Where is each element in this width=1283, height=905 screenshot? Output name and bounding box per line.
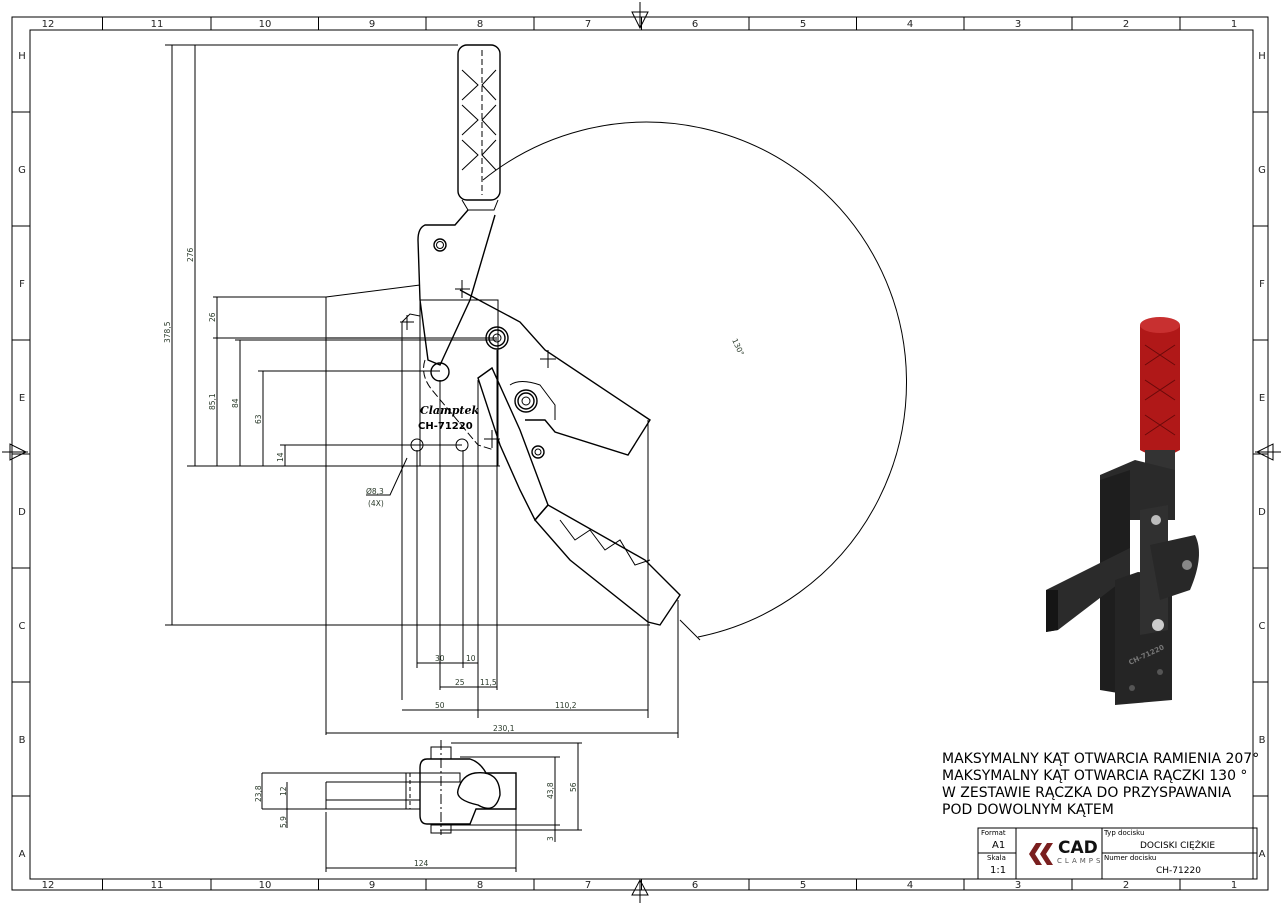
ruler-column-label: 9 <box>369 19 375 30</box>
ruler-column-label: 3 <box>1015 19 1021 30</box>
brand-marking: Clamptek <box>420 404 479 417</box>
ruler-column-label: 3 <box>1015 880 1021 891</box>
ruler-column-label: 5 <box>800 880 806 891</box>
ruler-row-label: H <box>1258 51 1266 62</box>
horizontal-dimensions <box>326 350 679 738</box>
code-marking: CH-71220 <box>418 421 473 432</box>
ruler-row-label: A <box>1259 849 1266 860</box>
scale-value: 1:1 <box>990 865 1007 876</box>
note-line: POD DOWOLNYM KĄTEM <box>942 802 1114 818</box>
handle-link-open <box>477 366 549 522</box>
dim-63: 63 <box>254 414 263 424</box>
scale-label: Skala <box>987 854 1006 862</box>
ruler-column-label: 11 <box>151 880 164 891</box>
ruler-row-label: H <box>18 51 26 62</box>
dim-50: 50 <box>435 701 445 710</box>
front-view: 130° Clamptek CH-71220 Ø8,3 (4X) <box>325 44 908 735</box>
logo-subtext: CLAMPS <box>1057 857 1104 865</box>
ruler-column-label: 11 <box>151 19 164 30</box>
ruler-column-label: 6 <box>692 880 698 891</box>
ruler-row-label: E <box>1259 393 1265 404</box>
handle-grip-open <box>534 504 681 626</box>
ruler-column-label: 8 <box>477 880 483 891</box>
ruler-column-label: 6 <box>692 19 698 30</box>
ruler-column-label: 10 <box>259 19 272 30</box>
ruler-row-label: F <box>19 279 25 290</box>
ruler-column-label: 5 <box>800 19 806 30</box>
title-block-frame <box>977 827 1258 880</box>
note-line: MAKSYMALNY KĄT OTWARCIA RĄCZKI 130 ° <box>942 768 1248 784</box>
ruler-row-label: D <box>1258 507 1266 518</box>
ruler-column-label: 4 <box>907 880 913 891</box>
dim-11-5: 11,5 <box>480 678 497 687</box>
top-view <box>261 740 582 872</box>
dim-3: 3 <box>546 836 555 841</box>
dim-84: 84 <box>231 398 240 408</box>
ruler-row-label: G <box>18 165 26 176</box>
dim-10: 10 <box>466 654 476 663</box>
dim-85-1: 85,1 <box>208 393 217 410</box>
ruler-column-label: 9 <box>369 880 375 891</box>
format-label: Format <box>981 829 1006 837</box>
handle-angle-arc <box>482 121 908 638</box>
hole-count-label: (4X) <box>368 499 384 508</box>
logo-text: CAD <box>1058 838 1098 858</box>
ruler-column-label: 12 <box>42 19 55 30</box>
red-handle-grip <box>1140 318 1180 456</box>
dim-25: 25 <box>455 678 465 687</box>
cad-clamps-logo-mark <box>1029 843 1053 865</box>
ruler-row-label: G <box>1258 165 1266 176</box>
handle-link <box>417 209 496 366</box>
angle-label: 130° <box>730 337 746 357</box>
dim-378-5: 378,5 <box>163 321 172 343</box>
note-line: MAKSYMALNY KĄT OTWARCIA RAMIENIA 207° <box>942 751 1260 767</box>
handle-grip <box>457 44 501 201</box>
ruler-row-label: E <box>19 393 25 404</box>
ruler-column-label: 12 <box>42 880 55 891</box>
clamp-arm-open <box>459 289 651 456</box>
dim-26: 26 <box>208 312 217 322</box>
type-value: DOCISKI CIĘŻKIE <box>1140 841 1216 851</box>
dim-30: 30 <box>435 654 445 663</box>
hole-dia-label: Ø8,3 <box>366 487 384 496</box>
ruler-column-label: 7 <box>585 19 591 30</box>
ruler-column-label: 8 <box>477 19 483 30</box>
drawing-notes: MAKSYMALNY KĄT OTWARCIA RAMIENIA 207° MA… <box>942 751 1259 819</box>
dim-230-1: 230,1 <box>493 724 515 733</box>
dim-110-2: 110,2 <box>555 701 577 710</box>
ruler-column-label: 7 <box>585 880 591 891</box>
ruler-column-label: 2 <box>1123 19 1129 30</box>
ruler-column-label: 1 <box>1231 19 1237 30</box>
dim-23-8: 23,8 <box>254 785 263 802</box>
dim-43-8: 43,8 <box>546 782 555 799</box>
ruler-column-label: 2 <box>1123 880 1129 891</box>
dim-5-9: 5,9 <box>279 816 288 828</box>
ruler-row-label: B <box>19 735 26 746</box>
format-value: A1 <box>992 840 1006 851</box>
note-line: W ZESTAWIE RĄCZKA DO PRZYSPAWANIA <box>942 785 1232 801</box>
clamp-3d-render: CH-71220 <box>1046 317 1199 705</box>
dim-14: 14 <box>276 452 285 462</box>
ruler-row-label: B <box>1259 735 1266 746</box>
number-label: Numer docisku <box>1104 854 1157 862</box>
dim-276: 276 <box>186 247 195 262</box>
ruler-row-label: A <box>19 849 26 860</box>
clamp-arm <box>1046 548 1130 632</box>
ruler-column-label: 1 <box>1231 880 1237 891</box>
vertical-dimensions <box>165 44 650 626</box>
type-label: Typ docisku <box>1104 829 1145 837</box>
ruler-column-label: 4 <box>907 19 913 30</box>
ruler-column-label: 10 <box>259 880 272 891</box>
ruler-row-label: C <box>1259 621 1266 632</box>
ruler-row-label: F <box>1259 279 1265 290</box>
ruler-row-label: C <box>19 621 26 632</box>
ruler-row-label: D <box>18 507 26 518</box>
number-value: CH-71220 <box>1156 866 1201 876</box>
dim-12: 12 <box>279 786 288 796</box>
dim-124: 124 <box>414 859 429 868</box>
dim-56: 56 <box>569 782 578 792</box>
